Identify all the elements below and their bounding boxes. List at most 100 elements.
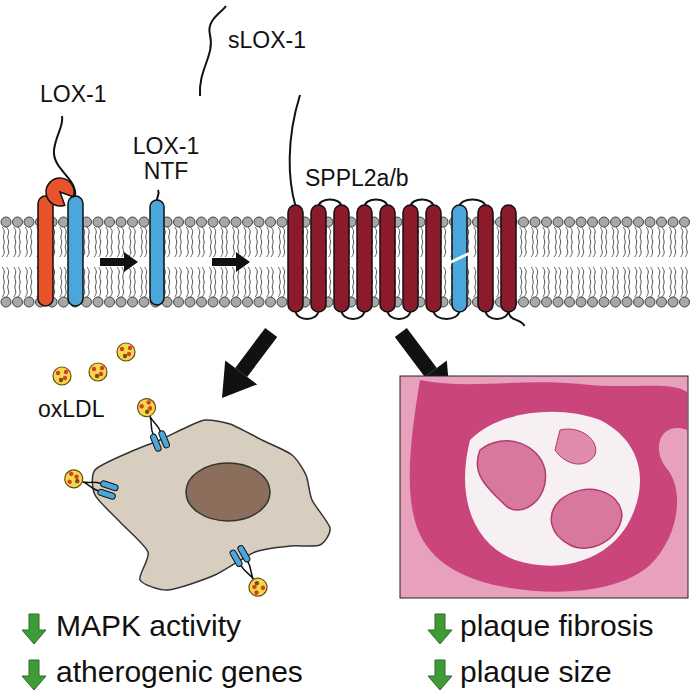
oxldl-particle [135, 396, 158, 419]
lipid-head [185, 297, 195, 307]
lipid-tail [278, 227, 280, 257]
lipid-tail [616, 227, 618, 257]
helix [501, 205, 516, 312]
cell-body [92, 420, 330, 590]
lipid-head [105, 297, 115, 307]
protein-label: LOX-1 [40, 82, 106, 107]
particle-spot [260, 585, 266, 591]
lipid-tail [202, 227, 204, 257]
lipid-tail [497, 267, 499, 297]
lox1-helix [68, 196, 83, 306]
lipid-tail [87, 227, 89, 257]
receptor-helix [100, 480, 119, 491]
soluble-fragment [200, 6, 226, 96]
particle-spot [95, 374, 99, 378]
lipid-tail [25, 267, 27, 297]
lipid-tail [106, 227, 108, 257]
lipid-tail [554, 267, 556, 297]
lipid-head [611, 297, 621, 307]
lipid-tail [60, 267, 62, 297]
lipid-tail [237, 227, 239, 257]
lipid-tail [582, 267, 584, 297]
receptor [62, 468, 119, 502]
particle-spot [64, 370, 68, 374]
lipid-head [1, 297, 11, 307]
lipid-tail [64, 267, 66, 297]
lipid-tail [398, 227, 400, 257]
down-arrow [22, 660, 46, 690]
lipid-head [588, 297, 598, 307]
helix [334, 205, 349, 312]
lipid-tail [531, 227, 533, 257]
particle-label: oxLDL [38, 397, 104, 422]
big-arrow-shaft [401, 332, 431, 372]
lipid-tail [110, 227, 112, 257]
helix [403, 205, 418, 312]
lipid-head [599, 297, 609, 307]
lipid-tail [543, 267, 545, 297]
lipid-head [231, 217, 241, 227]
lipid-tail [179, 267, 181, 297]
lipid-tail [536, 227, 538, 257]
protein-label: SPPL2a/b [305, 166, 409, 191]
lipid-head [1, 217, 11, 227]
ntf-stub [157, 190, 159, 200]
lipid-tail [531, 267, 533, 297]
oxldl-particle [117, 343, 135, 361]
lipid-tail [646, 267, 648, 297]
lipid-tail [30, 227, 32, 257]
lipid-tail [145, 267, 147, 297]
lipid-tail [375, 267, 377, 297]
lipid-tail [117, 227, 119, 257]
lipid-tail [628, 267, 630, 297]
lipid-tail [168, 227, 170, 257]
lipid-tail [30, 267, 32, 297]
lipid-tail [589, 227, 591, 257]
lipid-tail [64, 227, 66, 257]
helix [357, 205, 372, 312]
lipid-tail [582, 227, 584, 257]
lipid-tail [444, 227, 446, 257]
lumen [465, 412, 640, 566]
lipid-head [542, 217, 552, 227]
lipid-tail [237, 267, 239, 297]
helix [288, 205, 303, 312]
lipid-tail [593, 227, 595, 257]
lipid-tail [2, 267, 4, 297]
lipid-head [128, 297, 138, 307]
lipid-head [243, 297, 253, 307]
lipid-head [185, 217, 195, 227]
lipid-head [116, 217, 126, 227]
lipid-tail [202, 267, 204, 297]
lipid-head [553, 297, 563, 307]
lipid-tail [283, 227, 285, 257]
lipid-head [197, 297, 207, 307]
lipid-head [599, 217, 609, 227]
lipid-head [24, 297, 34, 307]
lipid-tail [260, 227, 262, 257]
big-arrow-shaft [241, 332, 271, 372]
lipid-tail [99, 267, 101, 297]
n-terminus [290, 95, 300, 206]
lipid-tail [685, 267, 687, 297]
lipid-head [105, 217, 115, 227]
vessel-wall [410, 380, 687, 592]
particle-spot [127, 352, 131, 356]
lipid-head [208, 217, 218, 227]
lipid-tail [232, 267, 234, 297]
lipid-tail [87, 267, 89, 297]
lipid-head [13, 297, 23, 307]
lipid-head [59, 297, 69, 307]
lipid-head [622, 217, 632, 227]
particle-spot [59, 378, 63, 382]
particle-spot [67, 479, 73, 485]
ntf-helix [150, 200, 164, 305]
lipid-tail [175, 227, 177, 257]
lipid-tail [605, 267, 607, 297]
particle-core [89, 363, 107, 381]
lipid-tail [214, 227, 216, 257]
lipid-tail [352, 227, 354, 257]
lipid-tail [244, 267, 246, 297]
lipid-head [174, 217, 184, 227]
lipid-tail [248, 227, 250, 257]
